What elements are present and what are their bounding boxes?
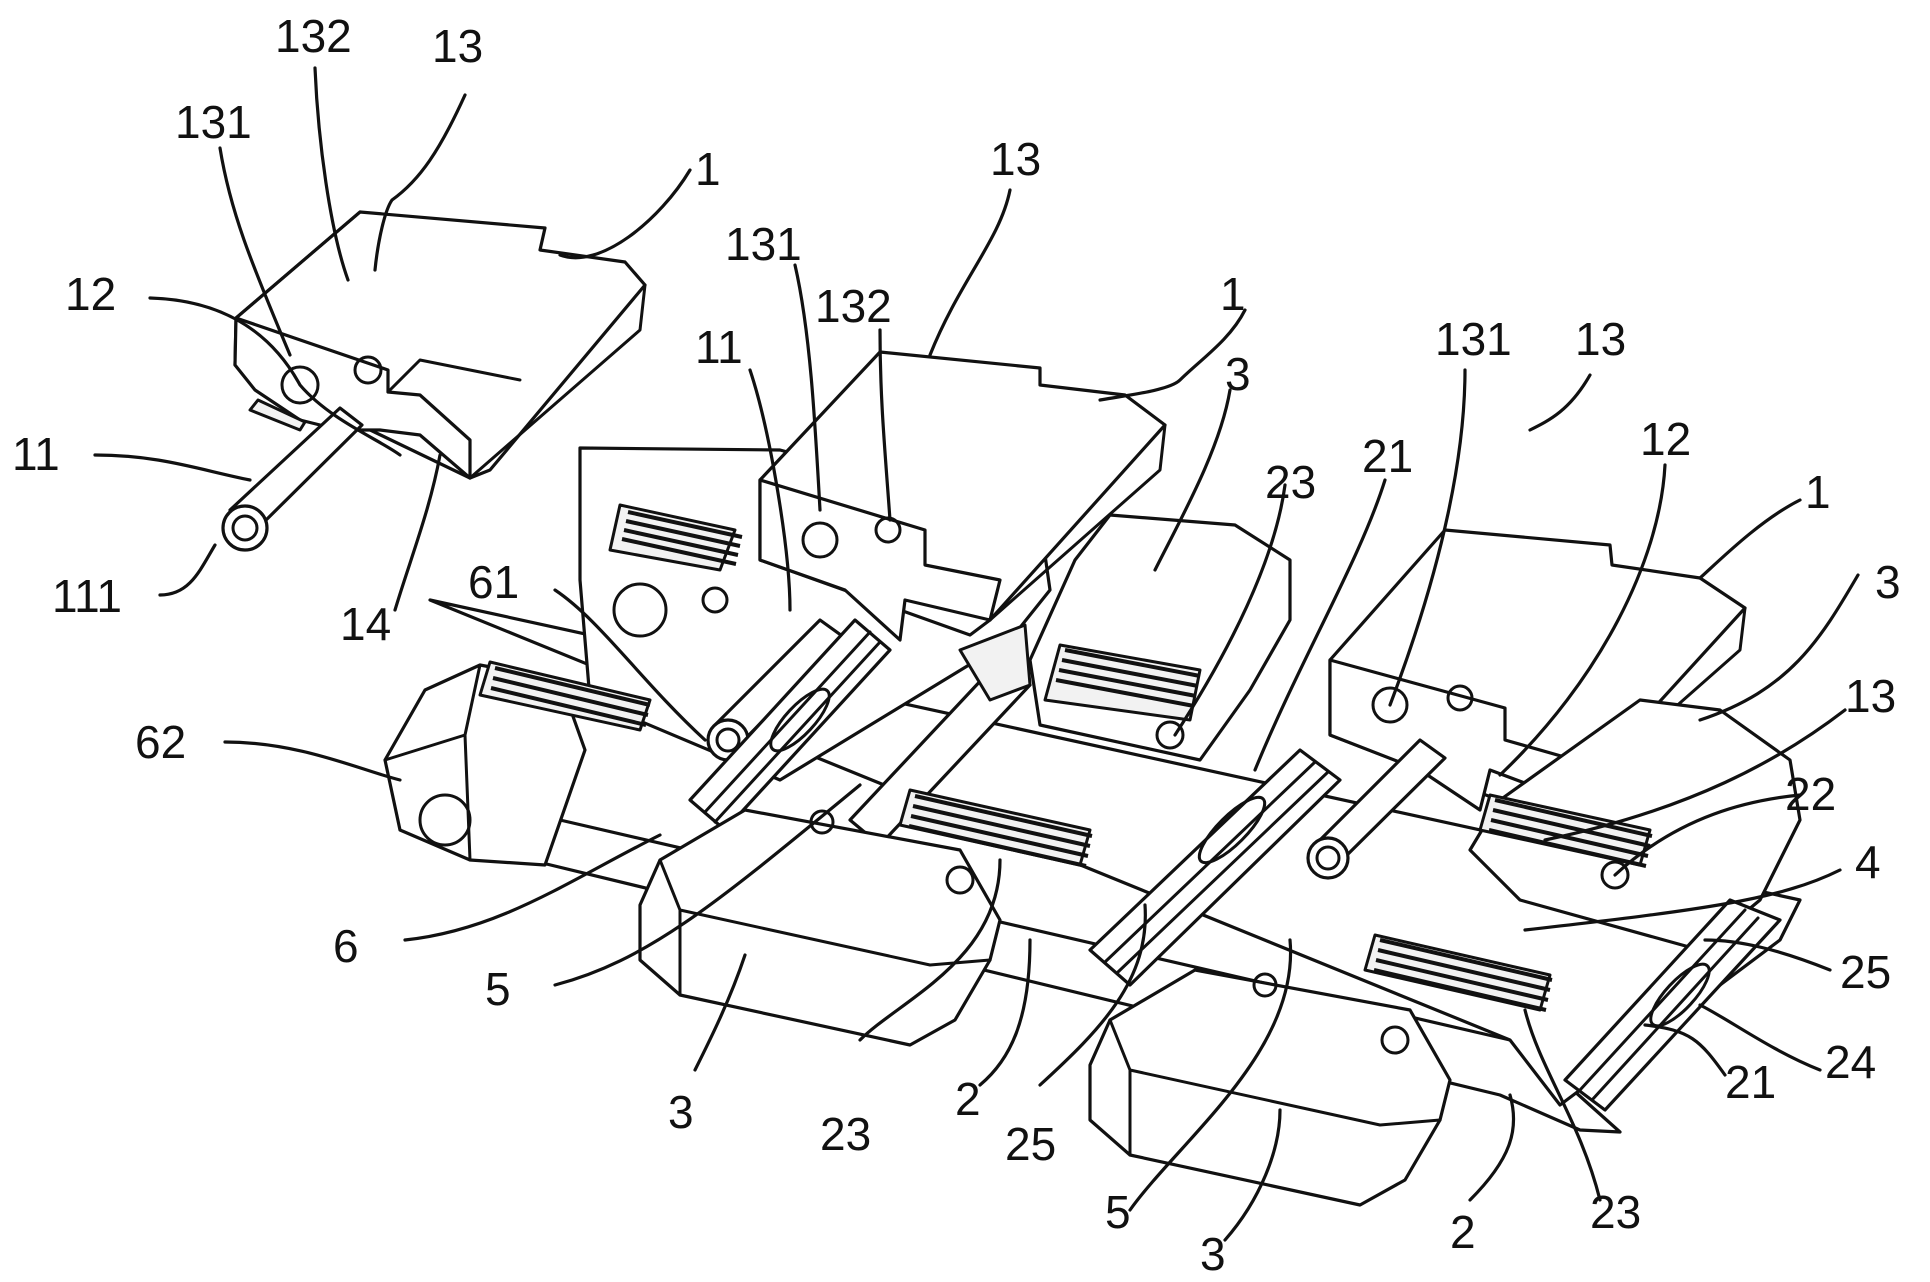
ref-label-131-top: 131 xyxy=(175,96,252,148)
detached-block-part-1 xyxy=(221,210,647,552)
ref-label-1-mid: 1 xyxy=(1220,268,1246,320)
ref-label-1-right: 1 xyxy=(1805,466,1831,518)
ref-label-3-bottom-right: 3 xyxy=(1200,1228,1226,1280)
ref-label-11-mid: 11 xyxy=(695,321,743,373)
ref-label-131-mid: 131 xyxy=(725,218,802,270)
reference-numerals: 132 13 131 1 12 11 111 14 13 131 1 132 1… xyxy=(12,10,1901,1280)
ref-label-13-top: 13 xyxy=(432,20,483,72)
ref-label-4: 4 xyxy=(1855,836,1881,888)
ref-label-11-left: 11 xyxy=(12,428,60,480)
ref-label-5-right: 5 xyxy=(1105,1186,1131,1238)
ref-label-6: 6 xyxy=(333,920,359,972)
serration-left-lower xyxy=(490,666,651,727)
ref-label-13-right2: 13 xyxy=(1845,670,1896,722)
ref-label-23-right: 23 xyxy=(1590,1186,1641,1238)
chain-assembly xyxy=(383,350,1802,1207)
ref-label-2-mid: 2 xyxy=(955,1073,981,1125)
ref-label-132-mid: 132 xyxy=(815,280,892,332)
ref-label-1-top: 1 xyxy=(695,143,721,195)
ref-label-25-right: 25 xyxy=(1840,946,1891,998)
ref-label-13-mid: 13 xyxy=(990,133,1041,185)
ref-label-5-left: 5 xyxy=(485,963,511,1015)
serration-right-upper xyxy=(1488,798,1653,868)
serration-left-upper xyxy=(621,510,743,566)
ref-label-22: 22 xyxy=(1785,768,1836,820)
ref-label-21-right: 21 xyxy=(1725,1056,1776,1108)
leader-lines xyxy=(93,66,1860,1242)
ref-label-3-right: 3 xyxy=(1875,556,1901,608)
ref-label-12-right: 12 xyxy=(1640,413,1691,465)
ref-label-25-mid: 25 xyxy=(1005,1118,1056,1170)
ref-label-111: 111 xyxy=(52,570,122,622)
ref-label-24: 24 xyxy=(1825,1036,1876,1088)
ref-label-21-mid: 21 xyxy=(1362,430,1413,482)
ref-label-62: 62 xyxy=(135,716,186,768)
ref-label-12-left: 12 xyxy=(65,268,116,320)
ref-label-3-mid: 3 xyxy=(1225,348,1251,400)
ref-label-23-mid: 23 xyxy=(1265,456,1316,508)
ref-label-14: 14 xyxy=(340,598,391,650)
ref-label-61: 61 xyxy=(468,556,519,608)
ref-label-2-right: 2 xyxy=(1450,1206,1476,1258)
serration-right-lower xyxy=(1373,938,1553,1012)
ref-label-131-right: 131 xyxy=(1435,313,1512,365)
ref-label-3-bottom-left: 3 xyxy=(668,1086,694,1138)
serration-center xyxy=(908,794,1093,868)
serration-mid-upper xyxy=(1055,648,1201,708)
ref-label-132-top: 132 xyxy=(275,10,352,62)
ref-label-23-bottom: 23 xyxy=(820,1108,871,1160)
ref-label-13-right: 13 xyxy=(1575,313,1626,365)
